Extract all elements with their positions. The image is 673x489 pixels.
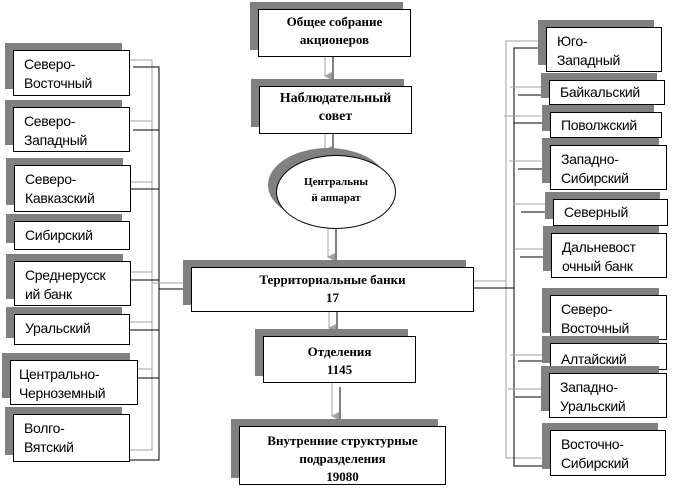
right-bank-box: Западно- Сибирский [550, 145, 667, 190]
box-label: Общее собрание [286, 14, 383, 29]
bank-label: Среднерусск [25, 267, 106, 283]
bank-label: Восточный [24, 75, 93, 91]
box-label: акционеров [299, 32, 370, 47]
right-bank-box: Северо- Восточный [550, 295, 667, 340]
territorial-banks-box: Территориальные банки 17 [191, 267, 474, 312]
bank-label: Западно- [561, 151, 619, 167]
bank-label: Юго- [557, 33, 588, 49]
bank-label: Алтайский [561, 351, 627, 367]
right-bank-box: Юго- Западный [546, 27, 662, 72]
right-bank-box: Байкальский [549, 80, 665, 105]
bank-label: Северо- [561, 301, 613, 317]
bank-label: Поволжский [561, 117, 637, 133]
bank-label: Западный [557, 52, 620, 68]
left-bank-box: Волго- Вятский [13, 414, 130, 462]
right-bank-box: Западно- Уральский [549, 373, 667, 418]
bank-label: Западный [24, 132, 87, 148]
branches-box: Отделения 1145 [263, 336, 416, 383]
bank-label: Вятский [24, 439, 74, 455]
right-bus [474, 40, 553, 467]
box-count: 1145 [326, 362, 353, 377]
central-office-ellipse: Центральны й аппарат [276, 155, 396, 229]
bank-label: ий банк [25, 286, 72, 302]
bank-label: Северо- [24, 113, 76, 129]
right-bank-box: Северный [553, 199, 668, 226]
box-label: подразделения [299, 451, 386, 466]
bank-label: Уральский [560, 398, 626, 414]
bank-label: Западно- [560, 379, 618, 395]
bank-label: Байкальский [560, 84, 640, 100]
right-bank-box: Алтайский [550, 343, 667, 370]
bank-label: Дальневост [562, 239, 636, 255]
box-label: Центральны [304, 176, 368, 188]
box-label: Наблюдательный [279, 91, 392, 106]
bank-label: Северо- [24, 56, 76, 72]
right-bank-box: Восточно- Сибирский [550, 430, 666, 476]
left-bank-box: Центрально- Черноземный [10, 360, 138, 405]
box-label: Отделения [307, 344, 372, 359]
left-bus [120, 59, 191, 461]
box-label: Внутренние структурные [267, 433, 418, 448]
box-label: й аппарат [311, 192, 361, 204]
bank-label: Северный [564, 204, 628, 220]
bank-label: Кавказский [25, 190, 95, 206]
left-bank-box: Среднерусск ий банк [14, 261, 131, 306]
right-bank-box: Дальневост очный банк [551, 233, 667, 278]
bank-label: Уральский [25, 320, 91, 336]
left-bank-box: Сибирский [14, 221, 130, 250]
left-bank-box: Северо- Восточный [13, 50, 130, 96]
bank-label: Центрально- [19, 366, 100, 382]
left-bank-box: Северо- Западный [13, 107, 130, 152]
internal-units-box: Внутренние структурные подразделения 190… [239, 426, 446, 485]
box-label: Территориальные банки [259, 272, 406, 287]
bank-label: очный банк [562, 258, 633, 274]
bank-label: Волго- [24, 420, 65, 436]
right-bank-box: Поволжский [550, 112, 662, 138]
bank-label: Сибирский [25, 227, 93, 243]
box-count: 17 [326, 290, 339, 305]
general-meeting-box: Общее собрание акционеров [258, 9, 411, 57]
bank-label: Черноземный [19, 385, 106, 401]
left-bank-box: Северо- Кавказский [14, 165, 131, 212]
bank-label: Сибирский [561, 455, 629, 471]
bank-label: Восточно- [561, 436, 624, 452]
bank-label: Восточный [561, 320, 630, 336]
box-count: 19080 [326, 469, 359, 484]
supervisory-board-box: Наблюдательный совет [259, 86, 412, 134]
bank-label: Сибирский [561, 170, 629, 186]
left-bank-box: Уральский [14, 314, 130, 345]
bank-label: Северо- [25, 171, 77, 187]
box-label: совет [318, 109, 353, 124]
